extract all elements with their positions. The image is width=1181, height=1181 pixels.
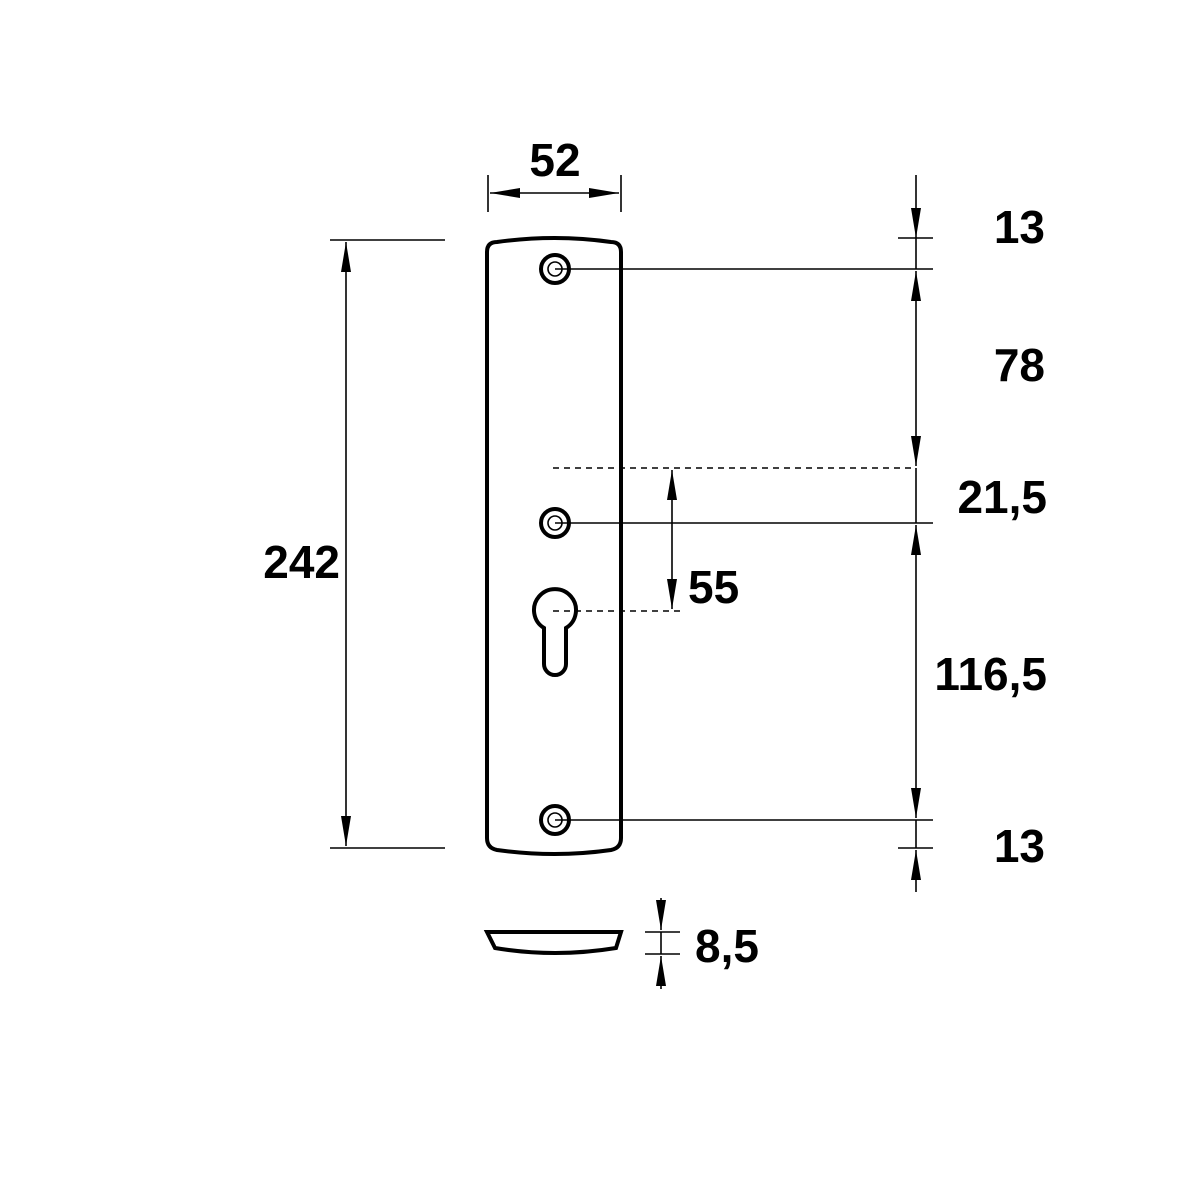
escutcheon-plate xyxy=(485,236,623,856)
dimension-label-top-margin: 13 xyxy=(994,201,1045,253)
dimension-label-height: 242 xyxy=(263,536,340,588)
dimension-width: 52 xyxy=(487,134,622,212)
dimension-label-116-5: 116,5 xyxy=(934,648,1047,700)
dimension-thickness: 8,5 xyxy=(645,898,759,989)
dimension-chain-right: 13 78 21,5 116,5 13 xyxy=(553,175,1047,892)
dimension-label-bottom-margin: 13 xyxy=(994,820,1045,872)
dimension-height: 242 xyxy=(263,239,445,849)
dimension-label-width: 52 xyxy=(529,134,580,186)
dimension-label-55: 55 xyxy=(688,561,739,613)
plate-profile xyxy=(483,930,624,955)
dimension-label-78: 78 xyxy=(994,339,1045,391)
dimension-handle-to-cylinder: 55 xyxy=(553,470,739,613)
cylinder-keyhole xyxy=(532,587,578,677)
dimension-label-21-5: 21,5 xyxy=(957,471,1047,523)
dimension-label-thickness: 8,5 xyxy=(695,920,759,972)
